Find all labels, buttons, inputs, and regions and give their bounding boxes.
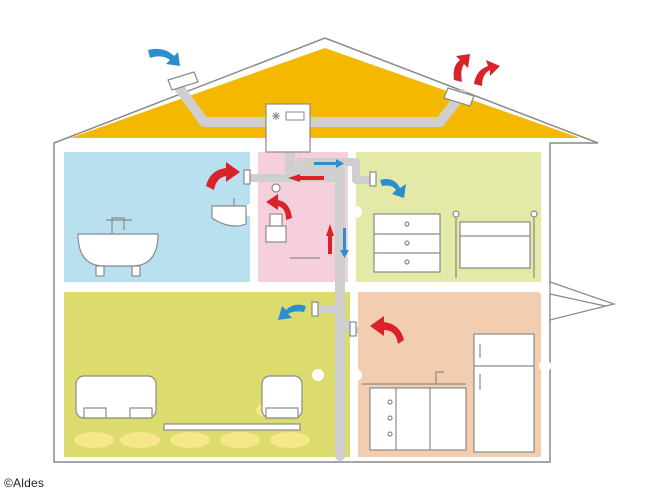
exhaust-arrow-roof-1 <box>453 54 470 82</box>
door-notch <box>350 206 362 218</box>
stale-air-arrow-kitchen <box>370 316 404 344</box>
washbasin-icon <box>211 198 247 227</box>
sink-faucet-icon <box>435 371 444 384</box>
duct-grilles <box>243 169 377 337</box>
door-notch <box>539 360 551 372</box>
copyright-credit: ©Aldes <box>4 476 45 490</box>
awning-icon <box>549 281 617 321</box>
stale-air-arrows <box>206 54 500 344</box>
door-notch <box>244 204 256 216</box>
fridge-icon <box>473 333 535 453</box>
door-notch <box>312 369 324 381</box>
dresser-icon <box>373 213 441 273</box>
stale-air-arrow-bathroom <box>206 162 240 190</box>
toilet-icon <box>265 213 320 259</box>
bathtub-icon <box>77 217 159 277</box>
roof-exhaust-icon <box>443 87 475 107</box>
bed-icon <box>452 210 538 278</box>
roof-intake-icon <box>167 71 199 91</box>
kitchen-cabinets-icon <box>362 383 467 451</box>
sofa-icon <box>75 375 157 419</box>
coffee-table-icon <box>163 423 301 431</box>
heat-recovery-unit-icon <box>265 103 311 153</box>
duct-flow-arrows-blue <box>314 159 349 258</box>
exhaust-arrow-roof-2 <box>474 60 500 86</box>
door-notch <box>350 369 362 381</box>
armchair-icon <box>261 375 303 419</box>
duct-flow-arrows-red <box>288 174 334 254</box>
door-notch <box>539 284 551 296</box>
fresh-air-arrow-living-room <box>278 304 306 320</box>
fresh-air-arrow-roof <box>148 48 180 66</box>
living-room <box>64 292 350 457</box>
fresh-air-arrow-bedroom <box>380 179 406 198</box>
stale-air-arrow-toilet <box>266 194 292 220</box>
fresh-air-arrows <box>148 48 406 320</box>
